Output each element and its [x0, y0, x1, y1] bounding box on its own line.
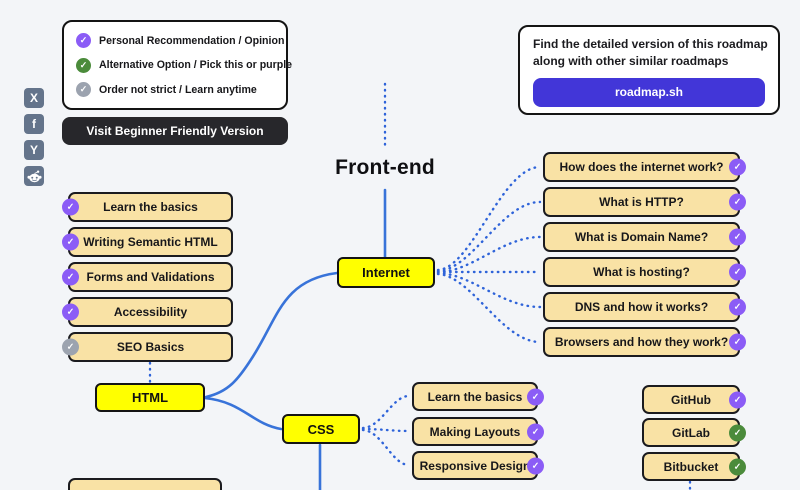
topic-partial-bottom[interactable] [68, 478, 222, 490]
check-badge[interactable] [729, 158, 746, 176]
legend-card: Personal Recommendation / Opinion Altern… [62, 20, 292, 110]
topic-label: What is HTTP? [599, 195, 684, 209]
check-badge[interactable] [729, 193, 746, 211]
check-badge[interactable] [62, 233, 79, 251]
topic-learn-the-basics-html[interactable]: Learn the basics [62, 192, 233, 222]
check-badge-green [76, 57, 91, 73]
topic-label: GitHub [671, 392, 711, 407]
topic-label: SEO Basics [116, 340, 185, 354]
promo-text-line2: along with other similar roadmaps [533, 54, 729, 69]
legend-item: Personal Recommendation / Opinion [76, 33, 284, 48]
topic-label: How does the internet work? [559, 160, 724, 174]
page-title: Front-end [335, 156, 435, 179]
check-badge[interactable] [62, 338, 79, 356]
topic-label: Making Layouts [429, 424, 521, 439]
topic-what-is-http[interactable]: What is HTTP? [543, 187, 746, 217]
topic-what-is-domain-name[interactable]: What is Domain Name? [543, 222, 746, 252]
topic-how-does-internet-work[interactable]: How does the internet work? [543, 152, 746, 182]
beginner-version-button[interactable]: Visit Beginner Friendly Version [62, 117, 288, 145]
promo-text-line1: Find the detailed version of this roadma… [533, 37, 768, 51]
hackernews-glyph: Y [29, 143, 38, 157]
topic-seo-basics[interactable]: SEO Basics [62, 332, 233, 362]
topic-label: Responsive Design [419, 458, 531, 473]
facebook-glyph: f [32, 117, 36, 131]
facebook-icon[interactable]: f [24, 114, 44, 134]
legend-label: Order not strict / Learn anytime [99, 83, 257, 96]
node-html[interactable]: HTML [95, 383, 205, 412]
roadmap-sh-button[interactable]: roadmap.sh [533, 77, 765, 107]
topic-label: Learn the basics [427, 389, 523, 404]
check-badge[interactable] [527, 457, 544, 474]
check-badge[interactable] [729, 298, 746, 316]
check-badge[interactable] [729, 228, 746, 246]
topic-forms-and-validations[interactable]: Forms and Validations [62, 262, 233, 292]
check-badge-gray [76, 82, 91, 97]
x-icon[interactable]: X [24, 88, 44, 108]
topic-responsive-design[interactable]: Responsive Design [412, 451, 544, 480]
check-badge[interactable] [527, 423, 544, 440]
reddit-alien-glyph [26, 170, 42, 182]
legend-item: Order not strict / Learn anytime [76, 82, 274, 97]
x-glyph: X [29, 91, 38, 105]
check-badge-purple [76, 33, 91, 48]
topic-writing-semantic-html[interactable]: Writing Semantic HTML [62, 227, 233, 257]
node-internet[interactable]: Internet [337, 257, 435, 288]
check-badge[interactable] [62, 303, 79, 321]
check-badge[interactable] [729, 424, 746, 441]
topic-label: Browsers and how they work? [554, 335, 729, 349]
topic-github[interactable]: GitHub [642, 385, 746, 414]
topic-label: What is hosting? [593, 265, 690, 279]
reddit-icon[interactable] [24, 166, 44, 186]
topic-label: GitLab [672, 425, 710, 440]
check-badge[interactable] [62, 268, 79, 286]
topic-dns-how-it-works[interactable]: DNS and how it works? [543, 292, 746, 322]
topic-label: Forms and Validations [86, 270, 215, 284]
topic-label: What is Domain Name? [574, 230, 709, 244]
topic-making-layouts[interactable]: Making Layouts [412, 417, 544, 446]
topic-bitbucket[interactable]: Bitbucket [642, 452, 746, 481]
check-badge[interactable] [729, 333, 746, 351]
check-badge[interactable] [729, 458, 746, 475]
legend-label: Personal Recommendation / Opinion [99, 34, 285, 47]
check-badge[interactable] [527, 388, 544, 405]
topic-browsers-how-they-work[interactable]: Browsers and how they work? [543, 327, 746, 357]
check-badge[interactable] [729, 263, 746, 281]
topic-label: Learn the basics [103, 200, 198, 214]
check-badge[interactable] [62, 198, 79, 216]
topic-what-is-hosting[interactable]: What is hosting? [543, 257, 746, 287]
topic-accessibility[interactable]: Accessibility [62, 297, 233, 327]
node-css[interactable]: CSS [282, 414, 360, 444]
topic-label: Accessibility [113, 305, 188, 319]
topic-gitlab[interactable]: GitLab [642, 418, 746, 447]
social-share-column: X f Y [24, 88, 44, 186]
legend-label: Alternative Option / Pick this or purple [99, 59, 293, 71]
topic-label: DNS and how it works? [574, 300, 709, 314]
hackernews-icon[interactable]: Y [24, 140, 44, 160]
check-badge[interactable] [729, 391, 746, 408]
topic-label: Writing Semantic HTML [83, 235, 218, 249]
legend-item: Alternative Option / Pick this or purple [76, 57, 292, 73]
promo-card: Find the detailed version of this roadma… [518, 25, 780, 115]
topic-learn-the-basics-css[interactable]: Learn the basics [412, 382, 544, 411]
topic-label: Bitbucket [663, 459, 719, 474]
